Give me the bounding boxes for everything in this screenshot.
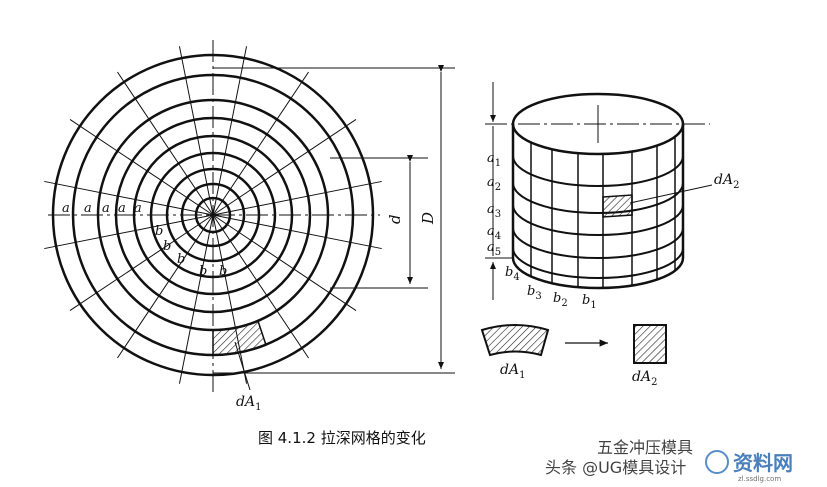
radial-line [117, 71, 214, 216]
b-label: b [163, 239, 171, 254]
radial-line [212, 71, 309, 216]
radial-line [212, 214, 357, 311]
dA1-leader [234, 341, 251, 391]
radial-line [212, 46, 248, 216]
radial-line [212, 180, 382, 216]
element-dA2-square [633, 324, 667, 364]
cylinder-a-label: a5 [487, 240, 501, 258]
logo-text: 资料网 [733, 451, 793, 475]
cylinder-a-label: a3 [487, 202, 501, 220]
diameter-D-label: D [419, 212, 437, 225]
cylinder-ring [512, 155, 684, 187]
radial-line [117, 214, 214, 359]
radial-line [212, 119, 357, 216]
b-label: b [177, 252, 185, 267]
b-labels: b b b b b [155, 224, 227, 279]
radial-line [69, 119, 214, 216]
watermark-line2: 头条 @UG模具设计 [545, 458, 686, 477]
cylinder-grid [485, 82, 710, 300]
dimension-lines [213, 65, 455, 374]
cylinder-ring [512, 247, 684, 279]
dA2-label: dA2 [714, 172, 739, 191]
watermark: 五金冲压模具 头条 @UG模具设计 资料网 zl.ssdlg.com [545, 438, 793, 483]
cylinder-a-label: a2 [487, 175, 501, 193]
radial-line [44, 180, 214, 216]
a-label: a [118, 201, 126, 216]
cylinder-b-label: b4 [505, 265, 520, 283]
cylinder-ring [512, 227, 684, 259]
hatched-element-dA1 [212, 319, 267, 356]
radial-line [212, 214, 382, 250]
logo-icon [705, 450, 729, 474]
a-label: a [84, 201, 92, 216]
cylinder-a-label: a1 [487, 151, 501, 169]
dA1-label: dA1 [236, 394, 261, 413]
dA2-leader [629, 184, 713, 204]
diameter-d-label: d [386, 214, 404, 224]
element-dA1-sector [480, 324, 550, 357]
element-dA1-label: dA1 [500, 362, 525, 381]
hatched-element-dA2 [602, 194, 633, 218]
b-label: b [199, 264, 207, 279]
logo-url: zl.ssdlg.com [738, 475, 781, 483]
radial-line [178, 46, 214, 216]
b-label: b [219, 264, 227, 279]
radial-line [69, 214, 214, 311]
b-label: b [155, 224, 163, 239]
cylinder-b-label: b1 [582, 293, 597, 311]
a-labels: a a a a a [62, 201, 142, 216]
cylinder-b-labels: b4 b3 b2 b1 [505, 265, 597, 311]
element-dA2-label: dA2 [632, 369, 657, 388]
cylinder-b-label: b3 [527, 284, 542, 302]
a-label: a [102, 201, 110, 216]
cylinder-b-label: b2 [553, 291, 568, 309]
figure-caption: 图 4.1.2 拉深网格的变化 [258, 429, 426, 447]
watermark-line1: 五金冲压模具 [597, 438, 693, 457]
a-label: a [62, 201, 70, 216]
cylinder-ring [512, 204, 684, 236]
radial-line [178, 214, 214, 384]
circular-grid [44, 40, 382, 392]
cylinder-a-label: a4 [487, 224, 501, 242]
radial-line [212, 214, 248, 384]
a-label: a [134, 201, 142, 216]
cylinder-ring [512, 182, 684, 214]
radial-line [212, 214, 309, 359]
radial-line [44, 214, 214, 250]
